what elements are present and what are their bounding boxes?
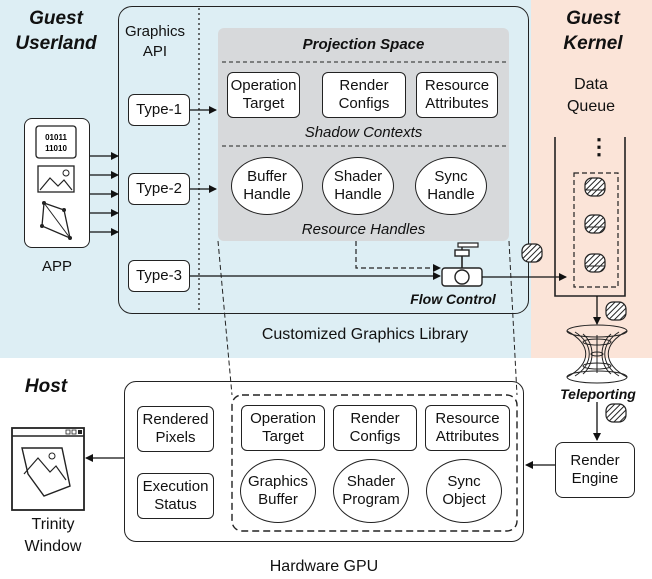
data-queue-ellipsis: ⋮ [588,134,610,159]
graphics-library-label: Customized Graphics Library [261,326,469,343]
sync-object: Sync Object [426,459,502,523]
shader-program: Shader Program [333,459,409,523]
guest-userland-title: Guest Userland [15,8,97,54]
buffer-handle: Buffer Handle [231,157,303,215]
type-1-box: Type-1 [128,94,190,126]
shadow-contexts-label: Shadow Contexts [304,124,423,141]
type-2-box: Type-2 [128,173,190,205]
projection-space-title: Projection Space [302,36,425,53]
teleporting-label: Teleporting [560,386,636,402]
data-queue-title: Data Queue [566,76,616,115]
render-engine-box: Render Engine [555,442,635,498]
packet-icon-bottom [605,403,627,423]
shader-handle: Shader Handle [322,157,394,215]
app-label: APP [41,258,72,275]
type-3-box: Type-3 [128,260,190,292]
shadow-render-configs: Render Configs [322,72,406,118]
rendered-pixels-box: Rendered Pixels [137,406,214,452]
gpu-resource-attributes: Resource Attributes [425,405,510,451]
graphics-buffer: Graphics Buffer [240,459,316,523]
shadow-operation-target: Operation Target [227,72,300,118]
guest-kernel-title: Guest Kernel [563,8,623,54]
sync-handle: Sync Handle [415,157,487,215]
flow-control-label: Flow Control [410,291,496,307]
shadow-resource-attributes: Resource Attributes [416,72,498,118]
trinity-window-icon [11,427,85,511]
execution-status-box: Execution Status [137,473,214,519]
hardware-gpu-panel [124,381,524,542]
trinity-window-label: Trinity Window [24,516,82,555]
graphics-api-title: Graphics API [124,23,186,60]
app-box [24,118,90,248]
hardware-gpu-label: Hardware GPU [269,558,379,575]
gpu-render-configs: Render Configs [333,405,417,451]
resource-handles-label: Resource Handles [301,221,426,238]
gpu-operation-target: Operation Target [241,405,325,451]
host-title: Host [24,376,68,397]
graphics-library-panel [118,6,529,314]
